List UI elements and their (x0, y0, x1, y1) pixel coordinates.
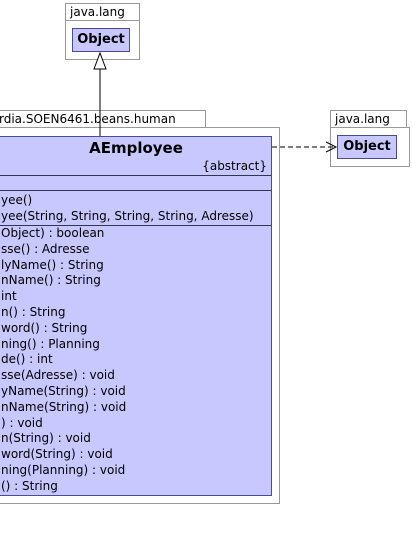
method-item: lyName() : String (1, 257, 104, 272)
method-item: sse(Adresse) : void (1, 368, 115, 383)
object-class-top[interactable]: Object (72, 28, 130, 52)
method-item: nName(String) : void (1, 399, 127, 414)
package-tab-java-lang-right: java.lang (330, 110, 407, 127)
constructor-list: yee()yee(String, String, String, String,… (1, 193, 271, 225)
method-item: ning() : Planning (1, 336, 100, 351)
class-stereotype: {abstract} (202, 159, 267, 173)
constructors-separator (0, 190, 271, 191)
method-item: ) : void (1, 415, 43, 430)
attributes-separator (0, 175, 271, 176)
package-tab-human: rdia.SOEN6461.beans.human (0, 110, 206, 127)
method-item: yName(String) : void (1, 383, 126, 398)
method-item: nName() : String (1, 273, 101, 288)
method-item: word(String) : void (1, 447, 113, 462)
method-item: ning(Planning) : void (1, 462, 126, 477)
constructor-item: yee(String, String, String, String, Adre… (1, 208, 254, 223)
methods-separator (0, 225, 271, 226)
constructor-item: yee() (1, 193, 33, 207)
method-item: n() : String (1, 304, 66, 319)
method-item: () : String (1, 478, 58, 493)
method-item: sse() : Adresse (1, 241, 90, 256)
method-item: de() : int (1, 352, 53, 367)
method-item: n(String) : void (1, 431, 91, 446)
generalization-arrowhead (93, 51, 107, 70)
class-name: AEmployee (89, 139, 183, 157)
dependency-arrowhead (325, 141, 338, 153)
object-class-right[interactable]: Object (337, 135, 397, 159)
method-item: word() : String (1, 320, 88, 335)
method-item: Object) : boolean (1, 226, 105, 240)
method-item: int (1, 289, 17, 304)
package-tab-java-lang-top: java.lang (65, 3, 140, 20)
aemployee-class[interactable]: AEmployee {abstract} yee()yee(String, St… (0, 136, 272, 496)
